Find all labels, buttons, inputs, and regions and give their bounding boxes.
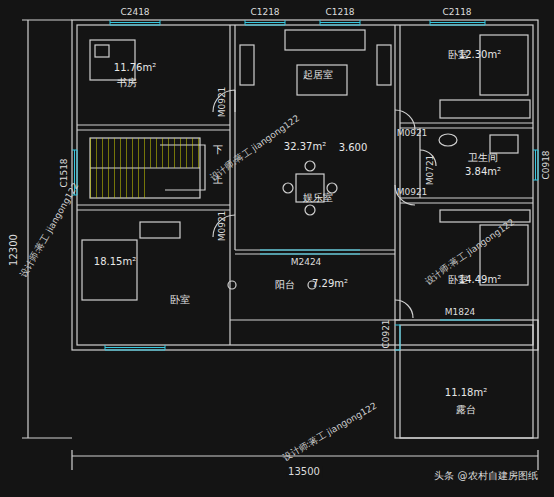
window-code: C0918 [542,150,551,179]
door-code: M0921 [218,87,227,118]
room-label: 11.18m² [445,388,487,398]
room-label: 起居室 [303,70,333,80]
room-label: 32.37m² [284,142,326,152]
room-label: 11.76m² [114,63,156,73]
room-label: 卫生间 [468,153,498,163]
terrace: 11.18m² 露台 [400,325,533,438]
door-code: M0921 [397,188,428,197]
window-code: C1518 [60,158,69,187]
watermark: 头条 @农村自建房图纸 [432,470,539,482]
room-label: 14.49m² [459,275,501,285]
door-code: M0921 [397,129,428,138]
watermark: 设计师:蒋工 jiangong122 [281,401,378,462]
bathroom: 卫生间 3.84m² [420,128,533,198]
room-label: 露台 [456,405,476,415]
room-label: 书房 [117,78,137,88]
window-code: C0921 [382,319,391,348]
room-label: 下 [213,145,223,155]
window-code: C1218 [250,8,279,17]
stair: 下上 [77,130,230,205]
door-code: M0921 [218,211,227,242]
living-room: 起居室 32.37m² 3.600 娱乐室 [235,25,395,250]
bedroom: 18.15m² 卧室 [77,210,230,345]
study-room: 11.76m² 书房 [77,25,230,125]
window-code: C1218 [325,8,354,17]
window-code: C2418 [120,8,149,17]
room-label: 18.15m² [94,257,136,267]
room-label: 卧室 [170,295,190,305]
door-code: M1824 [445,308,476,317]
door-code: M0721 [426,155,435,186]
room-label: 3.84m² [465,167,501,177]
room-label: 7.29m² [312,279,348,289]
dimension: 13500 [286,466,322,478]
dimension: 12300 [8,232,20,268]
room-label: 12.30m² [459,50,501,60]
bedroom: 卧室12.30m² [400,25,533,123]
window-code: C2118 [442,8,471,17]
room-label: 阳台 [275,280,295,290]
room-label: 娱乐室 [303,193,333,203]
room-label: 3.600 [339,143,368,153]
door-code: M2424 [291,258,322,267]
